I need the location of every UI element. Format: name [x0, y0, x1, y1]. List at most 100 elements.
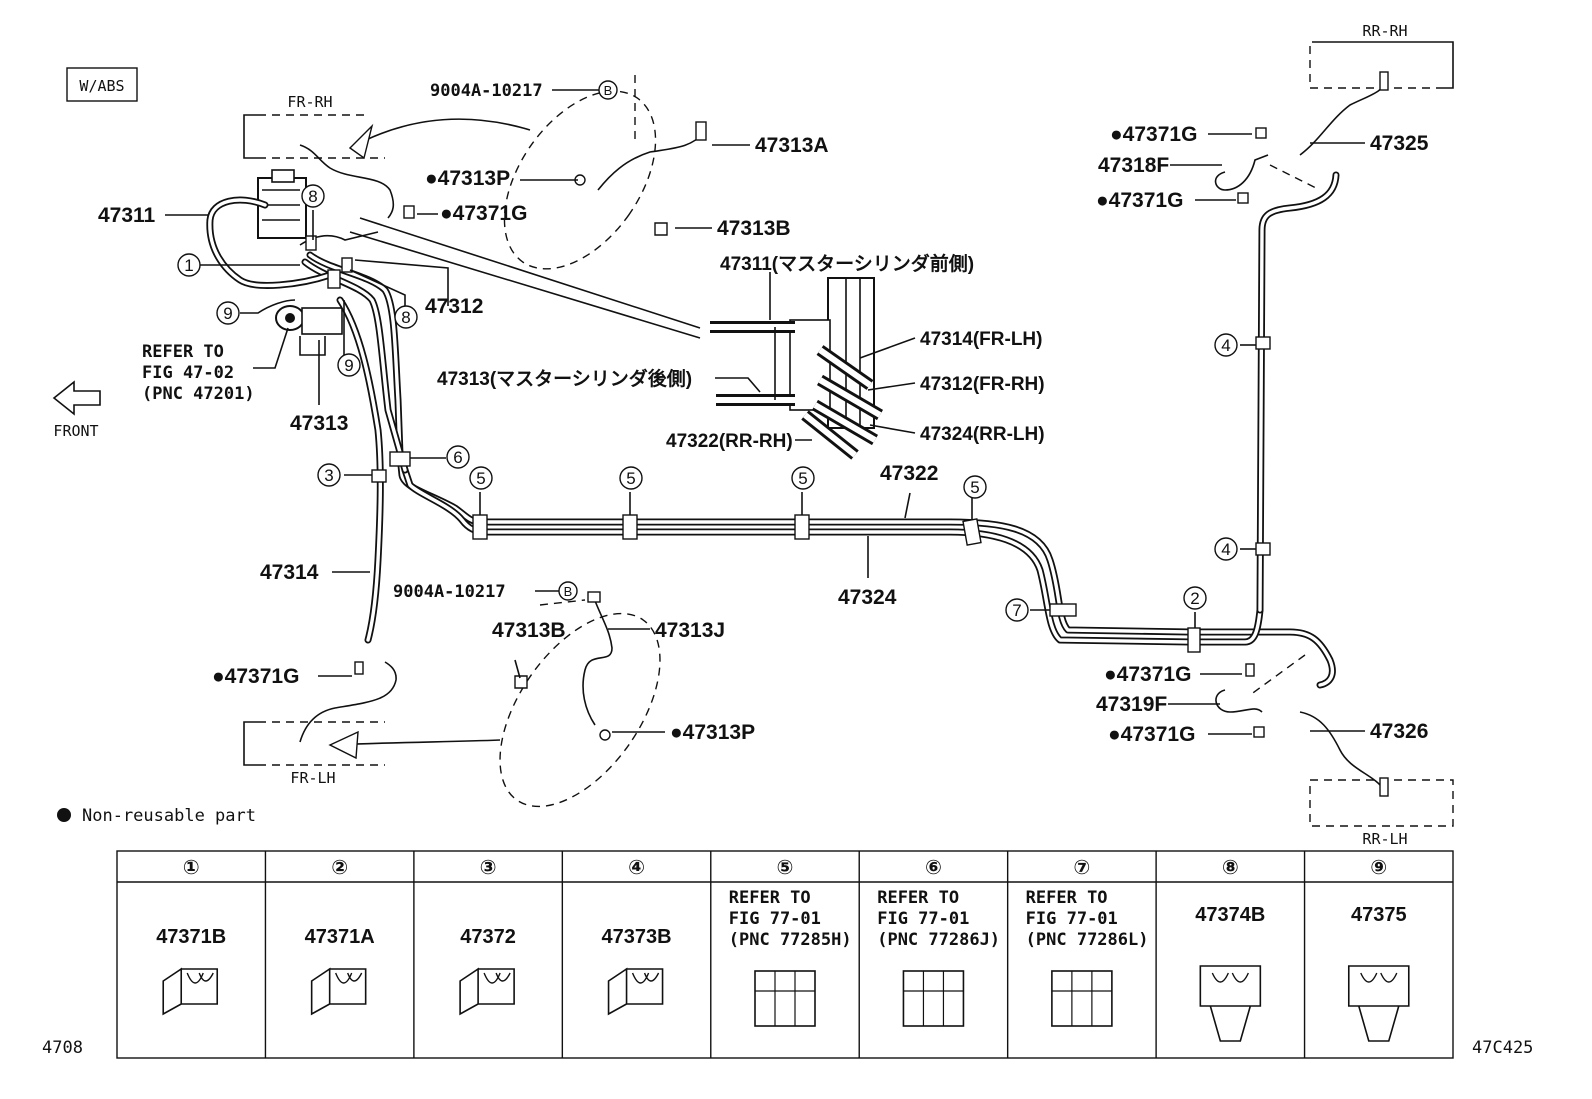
- table-header-3: ③: [480, 857, 497, 879]
- svg-text:5: 5: [798, 469, 807, 488]
- label-47312: 47312: [425, 295, 483, 318]
- callout-circles: 1 9 9 8 8 3 6 5 5 5 5 7 2 4 4 B B: [177, 80, 1238, 622]
- table-refer-7-2: FIG 77-01: [1026, 909, 1118, 929]
- fr-rh-label: FR-RH: [287, 93, 332, 111]
- front-arrow-icon: [52, 380, 101, 416]
- rr-rh-label: RR-RH: [1362, 22, 1407, 40]
- svg-text:B: B: [604, 83, 613, 98]
- figure-code-left: 4708: [42, 1038, 83, 1058]
- label-47371G-rr3: ●47371G: [1104, 663, 1191, 686]
- label-bolt-bottom: 9004A-10217: [393, 582, 506, 602]
- variant-box: [66, 67, 138, 102]
- hose-47313A: [597, 131, 706, 191]
- svg-text:5: 5: [476, 469, 485, 488]
- label-47322: 47322: [880, 462, 938, 485]
- clip-illustration-7-icon: [1051, 970, 1113, 1027]
- hose-fr-lh: [299, 661, 397, 743]
- hose-47318F: [1214, 154, 1269, 191]
- fr-lh-label: FR-LH: [290, 769, 335, 787]
- clip-illustration-1-icon: [162, 967, 219, 1016]
- variant-label: W/ABS: [79, 77, 124, 95]
- table-refer-6-1: REFER TO: [877, 888, 959, 908]
- clip-illustration-4-icon: [607, 967, 664, 1016]
- label-47371G-rr2: ●47371G: [1096, 189, 1183, 212]
- zoom-ellipse-bottom: [499, 612, 661, 808]
- label-47313P-bottom: ●47313P: [670, 721, 755, 744]
- detail-47312: 47312(FR-RH): [920, 374, 1045, 395]
- rr-lh-label: RR-LH: [1362, 830, 1407, 848]
- refer-note-line2: FIG 47-02: [142, 363, 234, 383]
- leader-lines: [165, 89, 1365, 735]
- table-refer-5-3: (PNC 77285H): [729, 930, 852, 950]
- svg-text:6: 6: [453, 448, 462, 467]
- refer-note-line3: (PNC 47201): [142, 384, 255, 404]
- table-header-9: ⑨: [1370, 857, 1387, 879]
- label-47314: 47314: [260, 561, 319, 584]
- figure-code-right: 47C425: [1472, 1038, 1533, 1058]
- non-reusable-bullet-icon: [57, 808, 71, 822]
- label-47311: 47311: [98, 204, 156, 227]
- label-47371G-rr4: ●47371G: [1108, 723, 1195, 746]
- label-47324: 47324: [838, 586, 897, 609]
- clip-illustration-9-icon: [1347, 965, 1410, 1042]
- detail-47313: 47313(マスターシリンダ後側): [437, 367, 692, 390]
- svg-text:9: 9: [344, 356, 353, 375]
- table-header-5: ⑤: [777, 857, 794, 879]
- clip-illustration-2-icon: [310, 967, 367, 1016]
- clip-illustration-8-icon: [1199, 965, 1262, 1042]
- label-47371G-bottom: ●47371G: [212, 665, 299, 688]
- clip-illustration-6-icon: [902, 970, 965, 1027]
- hose-47313J: [582, 597, 613, 726]
- svg-text:7: 7: [1012, 601, 1021, 620]
- label-47313A: 47313A: [755, 134, 829, 157]
- label-47371G-top: ●47371G: [440, 202, 527, 225]
- svg-text:8: 8: [401, 308, 410, 327]
- refer-note-line1: REFER TO: [142, 342, 224, 362]
- table-refer-5-1: REFER TO: [729, 888, 811, 908]
- pipe-47322-47324: [396, 451, 1336, 689]
- table-refer-7-1: REFER TO: [1026, 888, 1108, 908]
- wheel-rr-lh: RR-LH: [1309, 779, 1454, 848]
- table-border: [116, 850, 1454, 1059]
- table-refer-6-3: (PNC 77286J): [877, 930, 1000, 950]
- small-fittings: [354, 71, 1389, 797]
- svg-text:2: 2: [1190, 589, 1199, 608]
- svg-text:9: 9: [223, 304, 232, 323]
- hose-47319F: [1215, 689, 1263, 713]
- pipe-47326: [1299, 711, 1385, 791]
- svg-text:3: 3: [324, 466, 333, 485]
- svg-text:8: 8: [308, 187, 317, 206]
- label-47318F: 47318F: [1098, 154, 1169, 177]
- wheel-rr-rh: RR-RH: [1309, 22, 1454, 89]
- table-part-2: 47371A: [305, 926, 375, 948]
- master-cylinder-detail: [710, 277, 884, 460]
- svg-text:B: B: [564, 584, 573, 599]
- legend-text: Non-reusable part: [82, 806, 256, 826]
- table-header-6: ⑥: [925, 857, 942, 879]
- table-part-9: 47375: [1351, 904, 1407, 926]
- label-47371G-rr1: ●47371G: [1110, 123, 1197, 146]
- zoom-ellipse-top: [503, 90, 657, 270]
- label-47325: 47325: [1370, 132, 1429, 155]
- table-part-3: 47372: [460, 926, 516, 948]
- svg-text:5: 5: [970, 478, 979, 497]
- table-header-8: ⑧: [1222, 857, 1239, 879]
- table-header-4: ④: [628, 857, 645, 879]
- clip-illustration-5-icon: [754, 970, 816, 1027]
- front-label: FRONT: [53, 422, 98, 440]
- table-refer-6-2: FIG 77-01: [877, 909, 969, 929]
- table-header-1: ①: [183, 857, 200, 879]
- fr-rh-arrow: [349, 118, 531, 149]
- detail-47314: 47314(FR-LH): [920, 329, 1042, 350]
- clip-illustration-3-icon: [459, 967, 515, 1016]
- label-47313B-top: 47313B: [717, 217, 791, 240]
- label-47319F: 47319F: [1096, 693, 1167, 716]
- clamps: [305, 235, 1271, 653]
- svg-text:4: 4: [1221, 336, 1230, 355]
- label-47313P-top: ●47313P: [425, 167, 510, 190]
- pipe-rr-rh-vertical: [1256, 171, 1340, 614]
- table-refer-7-3: (PNC 77286L): [1026, 930, 1149, 950]
